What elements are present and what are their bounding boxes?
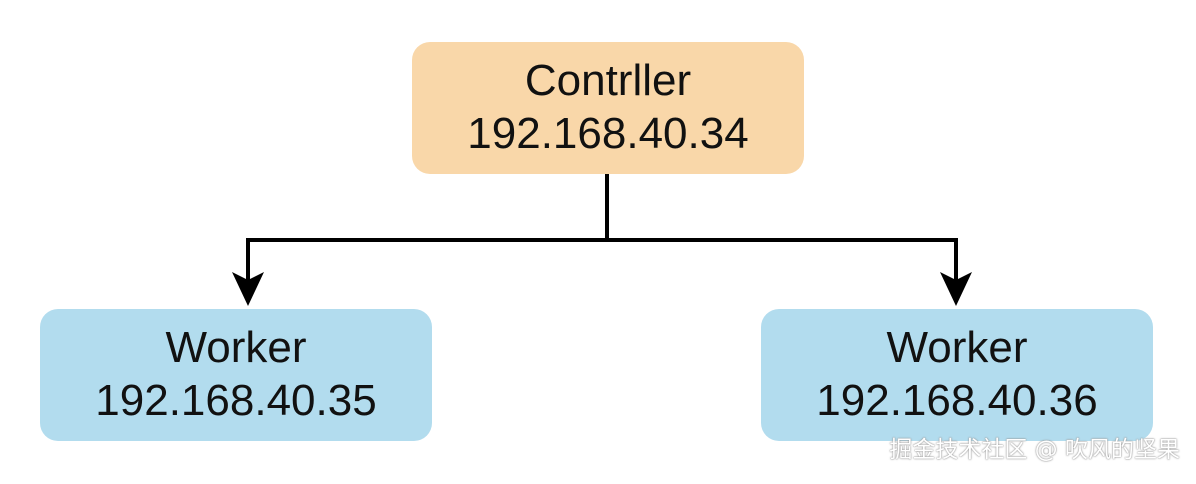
arrowhead-left-icon xyxy=(232,272,264,306)
watermark: 掘金技术社区 @ 吹风的坚果 xyxy=(889,437,1180,463)
worker-right-name: Worker xyxy=(886,323,1028,373)
worker-node-right: Worker 192.168.40.36 xyxy=(761,309,1153,441)
controller-node: Contrller 192.168.40.34 xyxy=(412,42,804,174)
worker-left-name: Worker xyxy=(165,323,307,373)
controller-name: Contrller xyxy=(524,56,692,106)
worker-node-left: Worker 192.168.40.35 xyxy=(40,309,432,441)
worker-right-ip: 192.168.40.36 xyxy=(816,376,1098,425)
arrowhead-right-icon xyxy=(940,272,972,306)
controller-ip: 192.168.40.34 xyxy=(467,109,749,158)
worker-left-ip: 192.168.40.35 xyxy=(95,376,377,425)
